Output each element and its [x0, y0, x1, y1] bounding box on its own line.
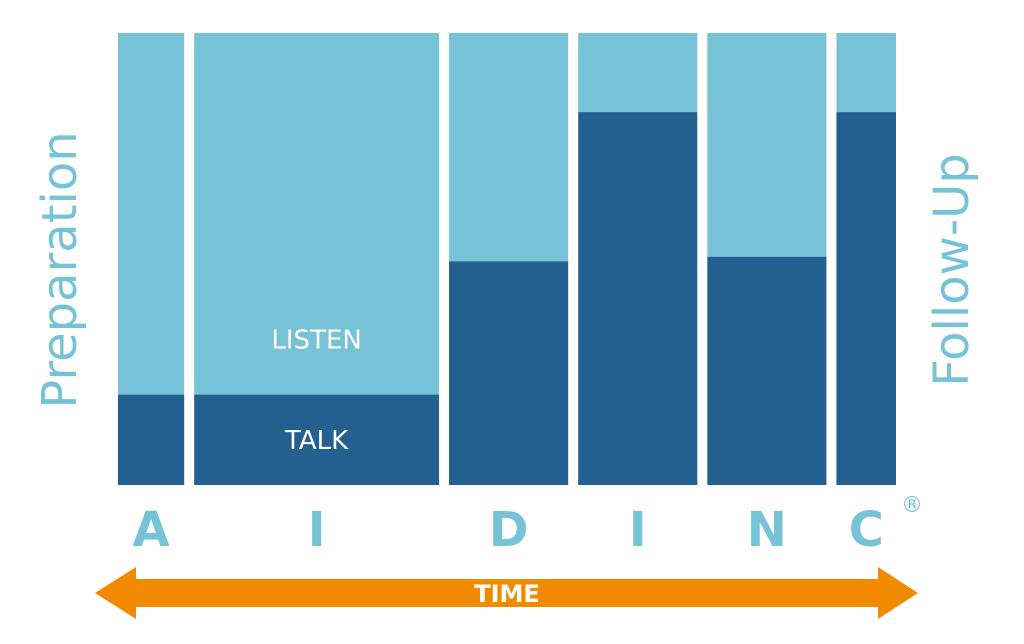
- bar-listen-0: [118, 33, 185, 395]
- bar-listen-2: [449, 33, 569, 262]
- listen-label: LISTEN: [271, 326, 361, 356]
- bars-group: [118, 33, 896, 485]
- bar-talk-4: [707, 256, 827, 485]
- bar-listen-4: [707, 33, 827, 257]
- category-letter-5: C: [849, 502, 884, 558]
- bar-talk-5: [836, 112, 896, 485]
- preparation-label: Preparation: [32, 131, 88, 408]
- category-letter-3: I: [629, 502, 647, 558]
- bar-listen-1: [194, 33, 440, 395]
- talk-label: TALK: [284, 426, 349, 456]
- time-label: TIME: [474, 580, 540, 608]
- bar-talk-3: [578, 112, 698, 485]
- category-letter-2: D: [489, 502, 529, 558]
- category-letter-1: I: [308, 502, 326, 558]
- bar-talk-2: [449, 261, 569, 485]
- bar-talk-0: [118, 394, 185, 485]
- follow-up-label: Follow-Up: [924, 153, 980, 386]
- bar-listen-3: [578, 33, 698, 113]
- category-letter-0: A: [133, 502, 170, 558]
- registered-mark: ®: [901, 493, 923, 518]
- time-arrow: [95, 567, 918, 619]
- bar-talk-1: [194, 394, 440, 485]
- category-letter-4: N: [747, 502, 787, 558]
- bar-labels-group: LISTEN TALK: [271, 326, 361, 456]
- bar-listen-5: [836, 33, 896, 113]
